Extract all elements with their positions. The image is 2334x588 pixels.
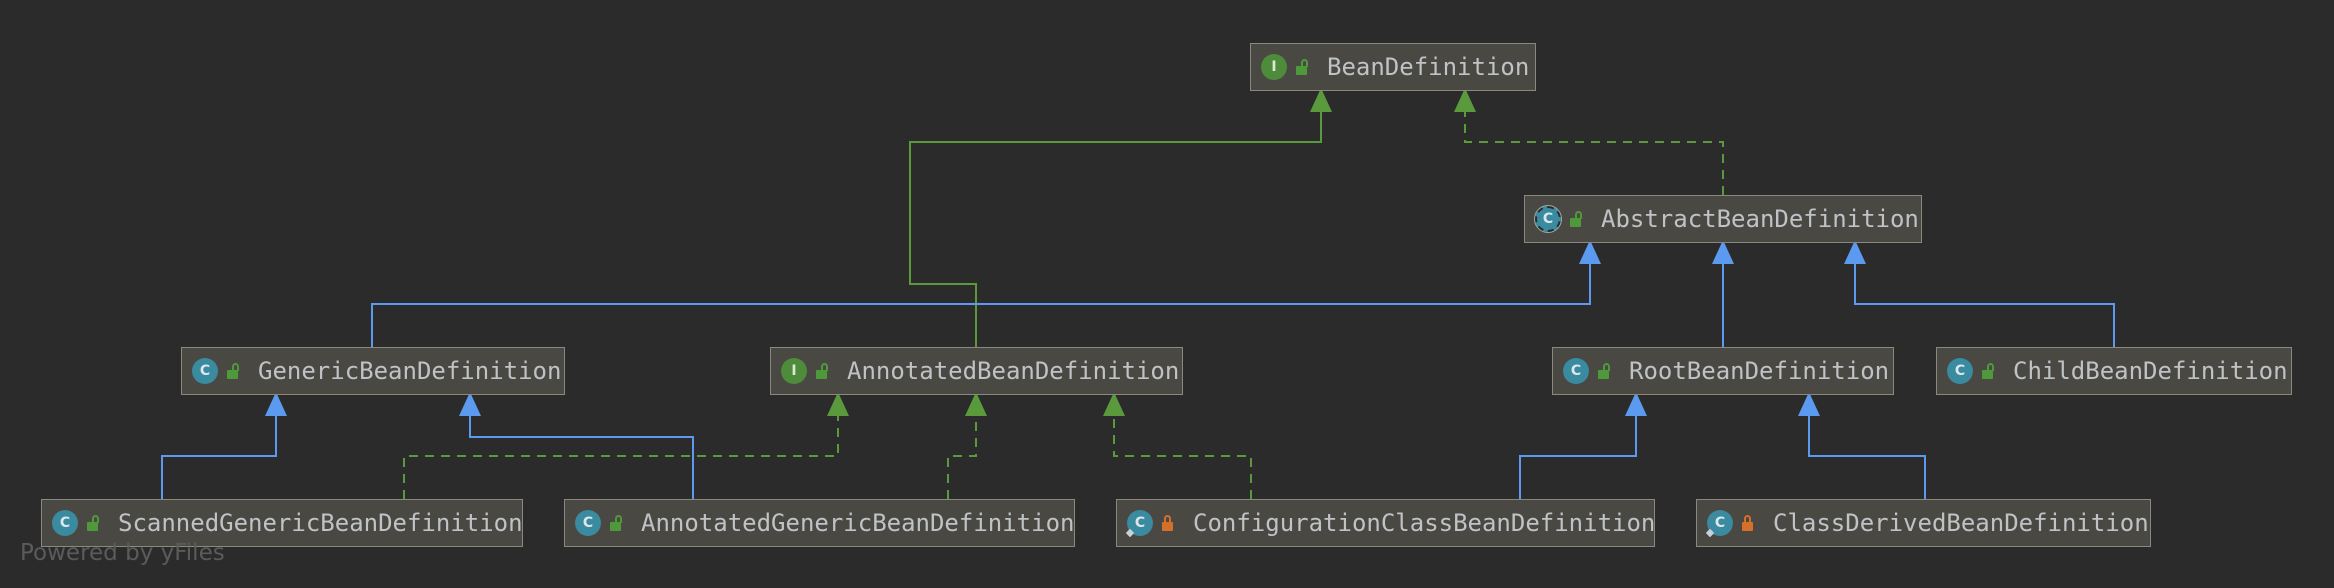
edge-annotated-to-beandefinition xyxy=(909,112,1322,347)
public-lock-icon xyxy=(815,363,829,379)
edge-classderived-to-root xyxy=(1808,416,1926,499)
edge-configclass-to-annotated xyxy=(1113,416,1252,499)
interface-icon: I xyxy=(781,358,807,384)
node-label: AnnotatedGenericBeanDefinition xyxy=(641,509,1075,537)
arrowhead xyxy=(1844,240,1866,264)
edge-abstract-to-beandefinition xyxy=(1464,112,1724,195)
public-lock-icon xyxy=(86,515,100,531)
arrowhead xyxy=(1712,240,1734,264)
node-label: ConfigurationClassBeanDefinition xyxy=(1193,509,1656,537)
public-lock-icon xyxy=(1295,59,1309,75)
node-annotated-generic-bean-definition[interactable]: C AnnotatedGenericBeanDefinition xyxy=(564,499,1075,547)
edge-annotatedgeneric-to-generic xyxy=(469,416,694,499)
arrowhead xyxy=(265,392,287,416)
final-class-icon: C xyxy=(1127,510,1153,536)
arrowhead xyxy=(1103,392,1125,416)
public-lock-icon xyxy=(226,363,240,379)
arrowhead xyxy=(827,392,849,416)
node-root-bean-definition[interactable]: C RootBeanDefinition xyxy=(1552,347,1894,395)
node-bean-definition[interactable]: I BeanDefinition xyxy=(1250,43,1536,91)
public-lock-icon xyxy=(1981,363,1995,379)
node-label: ClassDerivedBeanDefinition xyxy=(1773,509,2149,537)
class-icon: C xyxy=(52,510,78,536)
node-annotated-bean-definition[interactable]: I AnnotatedBeanDefinition xyxy=(770,347,1183,395)
node-class-derived-bean-definition[interactable]: C ClassDerivedBeanDefinition xyxy=(1696,499,2151,547)
node-configuration-class-bean-definition[interactable]: C ConfigurationClassBeanDefinition xyxy=(1116,499,1655,547)
public-lock-icon xyxy=(1597,363,1611,379)
interface-icon: I xyxy=(1261,54,1287,80)
edge-configclass-to-root xyxy=(1519,416,1637,499)
class-icon: C xyxy=(192,358,218,384)
final-class-icon: C xyxy=(1707,510,1733,536)
arrowhead xyxy=(1310,88,1332,112)
node-label: ScannedGenericBeanDefinition xyxy=(118,509,523,537)
arrowhead xyxy=(1454,88,1476,112)
private-lock-icon xyxy=(1741,515,1755,531)
arrowhead xyxy=(1625,392,1647,416)
node-label: AnnotatedBeanDefinition xyxy=(847,357,1180,385)
public-lock-icon xyxy=(1569,211,1583,227)
node-label: AbstractBeanDefinition xyxy=(1601,205,1919,233)
node-scanned-generic-bean-definition[interactable]: C ScannedGenericBeanDefinition xyxy=(41,499,523,547)
edge-scanned-to-generic xyxy=(161,416,277,499)
edge-annotatedgeneric-to-annotated xyxy=(947,416,977,499)
class-icon: C xyxy=(575,510,601,536)
node-label: RootBeanDefinition xyxy=(1629,357,1890,385)
arrowhead xyxy=(1579,240,1601,264)
watermark: Powered by yFiles xyxy=(20,540,225,566)
node-label: BeanDefinition xyxy=(1327,53,1530,81)
node-label: GenericBeanDefinition xyxy=(258,357,562,385)
private-lock-icon xyxy=(1161,515,1175,531)
edge-generic-to-abstract xyxy=(371,264,1591,347)
node-abstract-bean-definition[interactable]: C AbstractBeanDefinition xyxy=(1524,195,1922,243)
node-child-bean-definition[interactable]: C ChildBeanDefinition xyxy=(1936,347,2292,395)
arrowhead xyxy=(1798,392,1820,416)
node-generic-bean-definition[interactable]: C GenericBeanDefinition xyxy=(181,347,565,395)
class-icon: C xyxy=(1563,358,1589,384)
arrowhead xyxy=(965,392,987,416)
edge-child-to-abstract xyxy=(1854,264,2115,347)
class-icon: C xyxy=(1947,358,1973,384)
edge-scanned-to-annotated xyxy=(403,416,839,499)
public-lock-icon xyxy=(609,515,623,531)
node-label: ChildBeanDefinition xyxy=(2013,357,2288,385)
arrowhead xyxy=(459,392,481,416)
abstract-class-icon: C xyxy=(1534,205,1562,233)
